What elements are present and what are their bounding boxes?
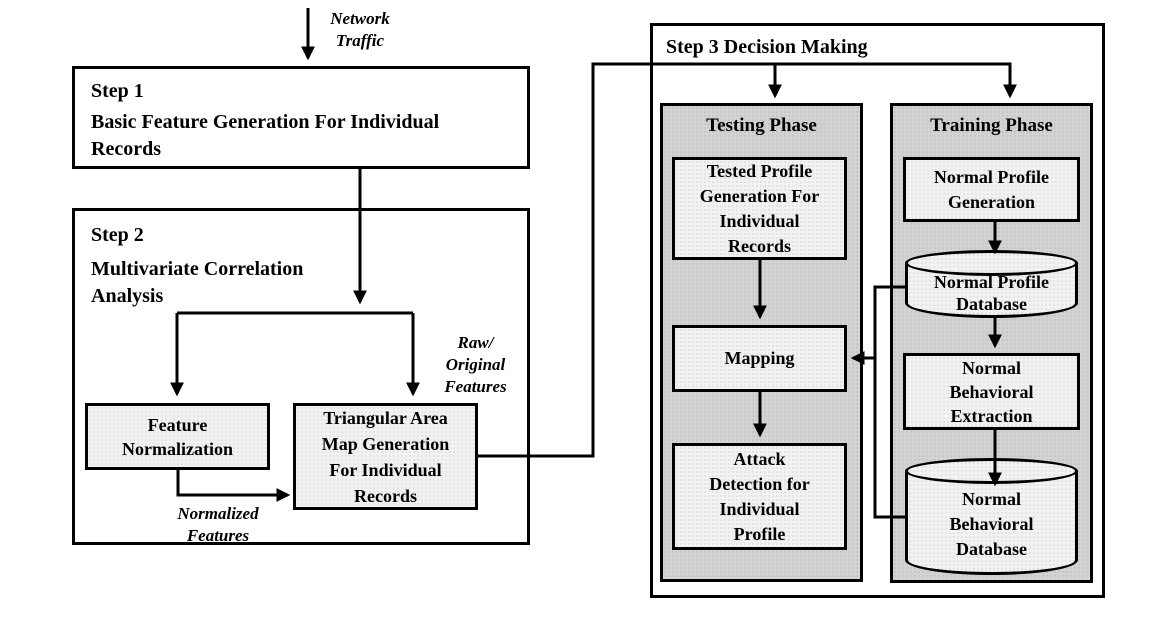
mapping-box: Mapping bbox=[672, 325, 847, 392]
step1-title: Step 1 bbox=[91, 80, 144, 102]
cylinder-top-ellipse bbox=[905, 458, 1078, 484]
training-phase-title: Training Phase bbox=[930, 115, 1053, 136]
step1-box: Step 1 Basic Feature Generation For Indi… bbox=[72, 66, 530, 169]
step3-title: Step 3 Decision Making bbox=[666, 36, 868, 58]
testing-phase-title: Testing Phase bbox=[706, 115, 817, 136]
step2-title: Step 2 bbox=[91, 224, 144, 246]
mapping-label: Mapping bbox=[724, 348, 795, 368]
cylinder-body bbox=[905, 471, 1078, 575]
